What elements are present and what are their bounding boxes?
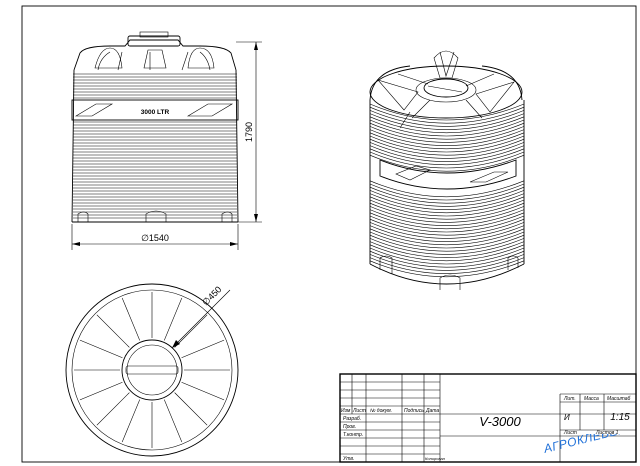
iso-rib-arc: [369, 110, 525, 127]
iso-rib-arc: [369, 199, 525, 217]
top-view-spoke: [79, 339, 123, 359]
iso-rib-arc: [369, 142, 525, 159]
iso-rib-arc: [369, 186, 525, 204]
iso-rib-arc: [369, 135, 525, 153]
iso-rib-arc: [369, 206, 525, 223]
row-developed: Разраб.: [343, 416, 361, 422]
capacity-label: 3000 LTR: [141, 109, 170, 116]
top-view-spoke: [163, 297, 183, 341]
hatch-diameter-dimension: ∅450: [200, 284, 223, 307]
scale-value: 1:15: [610, 412, 630, 423]
iso-rib-arc: [369, 209, 525, 226]
head-letter: Лит.: [563, 396, 576, 402]
iso-rib-arc: [369, 222, 525, 239]
iso-rib-arc: [369, 190, 525, 207]
letter-value: И: [564, 413, 570, 422]
head-scale: Масштаб: [607, 396, 631, 402]
designation: V-3000: [479, 414, 521, 429]
iso-rib-arc: [369, 151, 525, 169]
iso-rib-arc: [369, 154, 525, 172]
iso-rib-arc: [369, 212, 525, 230]
format-label: Копировал: [425, 456, 446, 461]
sheets-label: Листов 1: [595, 430, 619, 436]
iso-rib-arc: [369, 126, 525, 143]
row-tcontrol: Т.контр.: [343, 432, 363, 438]
iso-rib-arc: [369, 183, 525, 201]
iso-rib-arc: [369, 129, 525, 146]
front-view: 3000 LTR 1790 ∅1540: [71, 31, 262, 250]
top-view-spoke: [121, 297, 141, 341]
iso-rib-arc: [369, 122, 525, 140]
height-dimension: 1790: [244, 122, 254, 142]
iso-rib-arc: [369, 228, 525, 246]
iso-rib-arc: [369, 193, 525, 210]
top-view: ∅450: [65, 283, 239, 457]
sheet-frame: [21, 5, 637, 463]
iso-rib-arc: [369, 116, 525, 134]
iso-rib-arc: [369, 103, 525, 121]
agroklever-watermark: АГРОКЛЕВЕР: [542, 434, 638, 464]
iso-rib-arc: [369, 254, 525, 271]
top-view-spoke: [163, 399, 183, 443]
iso-rib-arc: [369, 244, 525, 262]
watermark-text: АГРОКЛЕВЕР: [542, 434, 628, 456]
sheet-label: Лист: [563, 430, 577, 436]
col-change: Изм: [341, 408, 351, 414]
iso-rib-arc: [369, 113, 525, 130]
iso-rib-arc: [369, 234, 525, 252]
iso-rib-arc: [369, 218, 525, 236]
top-view-spoke: [79, 381, 123, 401]
iso-rib-arc: [369, 215, 525, 233]
iso-rib-arc: [369, 250, 525, 268]
iso-rib-arc: [369, 231, 525, 249]
col-signature: Подпись: [404, 408, 424, 414]
col-doc-no: № докум.: [370, 408, 392, 414]
iso-rib-arc: [369, 202, 525, 220]
isometric-view: [369, 50, 525, 290]
iso-rib-arc: [369, 138, 525, 156]
col-date: Дата: [425, 408, 439, 414]
iso-rib-arc: [369, 260, 525, 278]
iso-rib-arc: [369, 145, 525, 162]
title-block: Изм Лист № докум. Подпись Дата Разраб. П…: [339, 373, 637, 463]
head-mass: Масса: [584, 396, 599, 402]
iso-rib-arc: [369, 132, 525, 150]
row-approved: Утв.: [343, 456, 354, 462]
iso-rib-arc: [369, 225, 525, 242]
iso-rib-arc: [369, 257, 525, 274]
top-view-spoke: [96, 392, 130, 426]
iso-rib-arc: [369, 247, 525, 265]
top-view-spoke: [96, 314, 130, 348]
top-view-spoke: [181, 381, 225, 401]
row-checked: Пров.: [343, 424, 356, 430]
iso-rib-arc: [369, 241, 525, 258]
iso-rib-arc: [369, 180, 525, 198]
iso-rib-arc: [369, 148, 525, 166]
iso-rib-arc: [369, 119, 525, 137]
col-sheet: Лист: [352, 408, 366, 414]
diameter-dimension: ∅1540: [141, 233, 169, 243]
iso-rib-arc: [369, 106, 525, 124]
top-view-spoke: [174, 314, 208, 348]
top-view-spoke: [181, 339, 225, 359]
top-view-spoke: [121, 399, 141, 443]
iso-rib-arc: [369, 238, 525, 255]
top-view-spoke: [174, 392, 208, 426]
iso-rib-arc: [369, 196, 525, 214]
